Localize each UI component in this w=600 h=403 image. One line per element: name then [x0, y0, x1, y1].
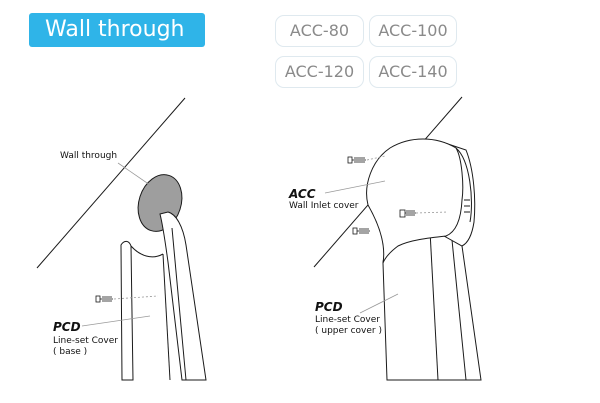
- label-pcd-right-desc-2: ( upper cover ): [315, 326, 382, 336]
- wall-line-left: [36, 97, 186, 269]
- leader-pcd-upper: [359, 293, 399, 314]
- screw-right-mid: [399, 209, 416, 218]
- pcd-base-cover: [120, 211, 207, 381]
- screw-left: [95, 295, 113, 303]
- label-pcd-left-desc-2: ( base ): [53, 347, 88, 357]
- screw-right-bottom: [352, 227, 370, 235]
- right-diagram: [313, 96, 482, 381]
- left-diagram: [36, 97, 207, 381]
- screw-right-top: [347, 156, 366, 164]
- label-pcd-left-desc-1: Line-set Cover: [53, 336, 118, 346]
- label-acc-desc: Wall Inlet cover: [289, 201, 359, 211]
- label-pcd-right-desc-1: Line-set Cover: [315, 315, 380, 325]
- label-pcd-right-code: PCD: [315, 300, 343, 314]
- leader-acc: [324, 180, 386, 194]
- acc-wall-inlet-cover: [366, 138, 476, 264]
- model-chip-acc-120[interactable]: ACC-120: [275, 56, 364, 88]
- pcd-upper-cover: [382, 225, 482, 381]
- leader-wall-through: [117, 162, 151, 186]
- model-chip-acc-140[interactable]: ACC-140: [369, 56, 457, 88]
- label-wall-through: Wall through: [60, 151, 118, 161]
- model-chip-acc-100[interactable]: ACC-100: [369, 15, 457, 47]
- label-acc-code: ACC: [289, 187, 316, 201]
- section-title-badge: Wall through: [29, 13, 205, 47]
- leader-pcd-base: [81, 315, 151, 327]
- label-pcd-left-code: PCD: [53, 320, 81, 334]
- model-chip-acc-80[interactable]: ACC-80: [275, 15, 364, 47]
